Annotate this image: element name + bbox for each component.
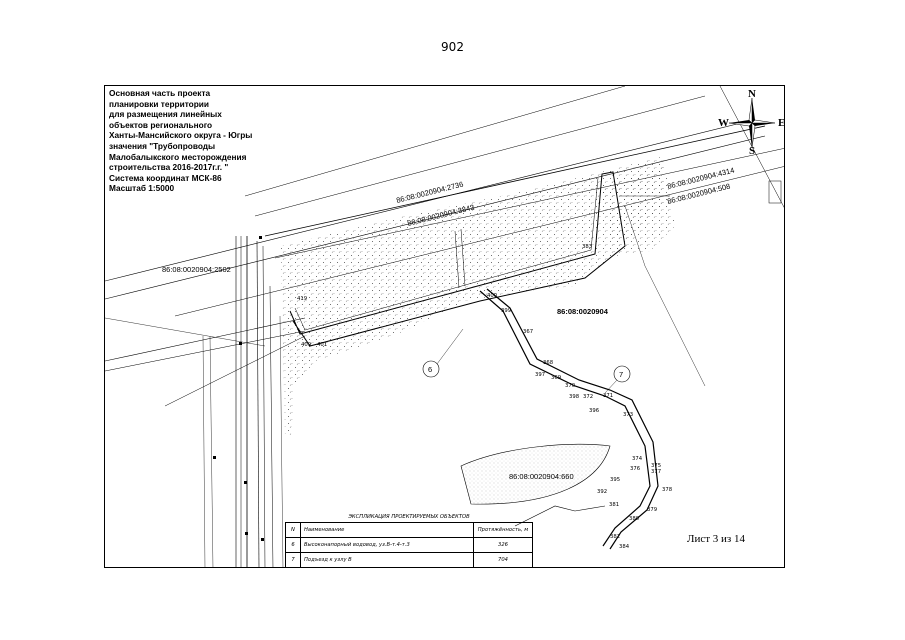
road-branch [514, 505, 606, 527]
diagonal-boundaries [105, 86, 784, 407]
left-corridor-lines [202, 236, 284, 567]
map-drawing: 86:08:0020904 86:08:0020904:2736 86:08:0… [105, 86, 784, 567]
pipeline-route-6 [289, 171, 626, 347]
callout-7-circle [613, 365, 631, 383]
legend-header-row: N Наименование Протяжённость, м [285, 522, 533, 538]
legend-cell-n: 6 [285, 537, 301, 553]
title-line: Система координат МСК-86 [109, 172, 222, 183]
title-line: Основная часть проекта [109, 88, 211, 98]
parcel-label-main: 86:08:0020904 [557, 307, 609, 316]
legend-table: ЭКСПЛИКАЦИЯ ПРОЕКТИРУЕМЫХ ОБЪЕКТОВ N Наи… [285, 514, 533, 567]
access-road-7 [479, 288, 659, 550]
title-line: Масштаб 1:5000 [109, 183, 175, 194]
point-label: 368 [543, 360, 554, 366]
point-label: 383 [582, 244, 592, 250]
parcel-label-2736: 86:08:0020904:2736 [395, 180, 464, 205]
point-label: 372 [583, 394, 593, 400]
point-label: 377 [651, 469, 661, 475]
point-label: 371 [603, 393, 613, 399]
legend-title: ЭКСПЛИКАЦИЯ ПРОЕКТИРУЕМЫХ ОБЪЕКТОВ [348, 514, 470, 520]
legend-header-n: N [285, 522, 301, 538]
parcel-660-area [460, 443, 611, 505]
title-line: объектов регионального [109, 119, 213, 130]
point-label: 395 [610, 477, 620, 483]
point-label: 375 [651, 463, 661, 469]
point-label: 367 [523, 329, 533, 335]
callout-6-label: 6 [428, 365, 432, 374]
callout-6-circle [422, 360, 440, 378]
compass-south: S [749, 145, 756, 157]
legend-cell-name: Высоконапорный водовод, уз.В-т.4-т.3 [300, 537, 474, 553]
compass-east: E [778, 117, 785, 129]
point-label: 401 [317, 342, 327, 348]
legend-cell-name: Подъезд к узлу В [300, 552, 474, 567]
point-label: 392 [597, 489, 607, 495]
title-block: Основная часть проекта планировки террит… [109, 88, 309, 194]
legend-cell-n: 7 [285, 552, 301, 567]
table-row: 6 Высоконапорный водовод, уз.В-т.4-т.3 3… [285, 537, 533, 553]
point-label: 396 [589, 408, 600, 414]
title-line: значения "Трубопроводы [109, 140, 216, 151]
point-label: 369 [551, 375, 561, 381]
point-label: 400 [487, 293, 498, 299]
page-number: 902 [441, 40, 464, 54]
point-label: 398 [569, 394, 580, 400]
map-sheet-frame: 86:08:0020904 86:08:0020904:2736 86:08:0… [104, 85, 785, 568]
point-label: 384 [619, 544, 630, 550]
sheet-label: Лист 3 из 14 [687, 533, 746, 545]
point-label: 382 [610, 534, 620, 540]
legend-header-length: Протяжённость, м [473, 522, 533, 538]
title-line: для размещения линейных [109, 109, 222, 120]
point-label: 378 [662, 487, 673, 493]
point-label: 373 [623, 412, 633, 418]
point-label: 419 [297, 296, 307, 302]
legend-cell-length: 704 [473, 552, 533, 567]
title-line: планировки территории [109, 98, 210, 109]
point-label: 397 [535, 372, 545, 378]
compass-rose: N S W E [718, 88, 785, 157]
title-line: Малобалыкского месторождения [109, 151, 247, 162]
compass-north: N [748, 88, 756, 100]
parcel-label-660: 86:08:0020904:660 [509, 472, 574, 481]
compass-west: W [718, 117, 729, 129]
legend-cell-length: 326 [473, 537, 533, 553]
title-line: строительства 2016-2017г.г. " [109, 162, 229, 173]
point-label: 379 [647, 507, 657, 513]
point-label: 374 [632, 456, 643, 462]
legend-header-name: Наименование [300, 522, 474, 538]
callout-7-label: 7 [619, 370, 623, 379]
point-label: 399 [501, 308, 511, 314]
legend-grid: N Наименование Протяжённость, м 6 Высоко… [285, 522, 533, 567]
point-label: 381 [609, 502, 619, 508]
compass-star-icon [728, 97, 776, 149]
point-label: 409 [301, 342, 311, 348]
table-row: 7 Подъезд к узлу В 704 [285, 552, 533, 567]
title-line: Ханты-Мансийского округа - Югры [109, 130, 253, 141]
east-rect [768, 180, 782, 204]
forest-area [281, 156, 665, 436]
point-label: 370 [565, 383, 576, 389]
point-label: 376 [630, 466, 641, 472]
point-label: 380 [629, 516, 640, 522]
forest-area-east [600, 166, 675, 256]
parcel-label-2502: 86:08:0020904:2502 [162, 265, 231, 274]
survey-markers [213, 236, 264, 541]
